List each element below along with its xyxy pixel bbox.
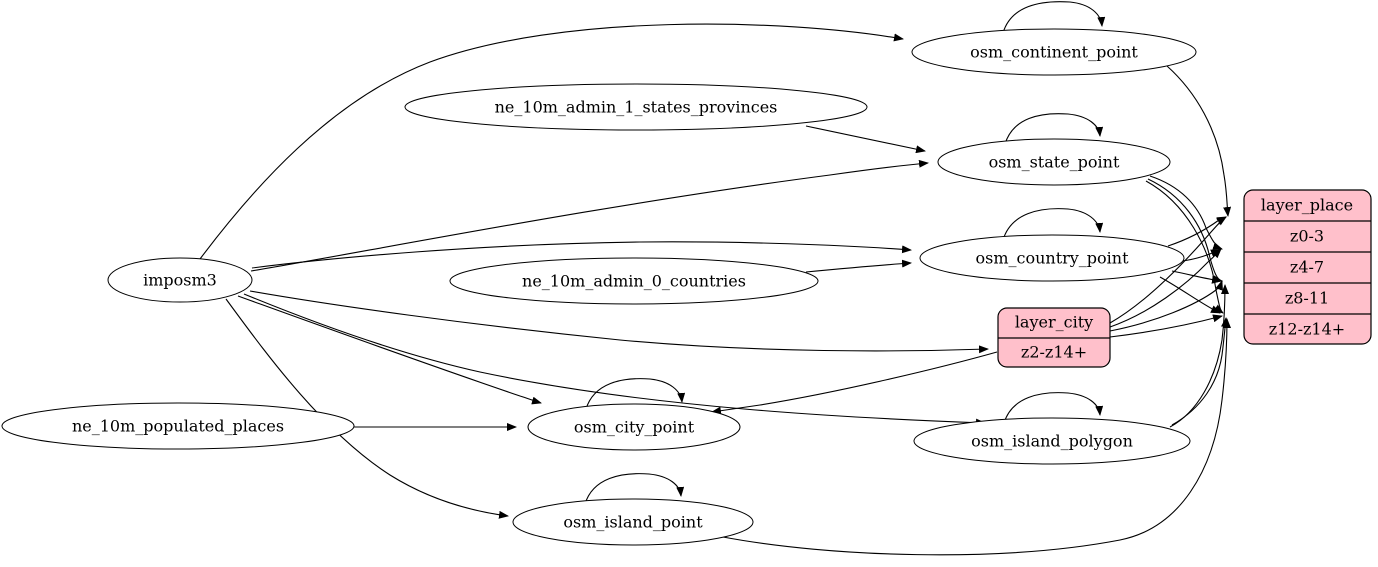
edge-imposm3-to-osm-city-point xyxy=(237,295,542,405)
edge-layer-city-to-layer-place-z0-3 xyxy=(1109,216,1227,324)
node-osm-island-polygon[interactable]: osm_island_polygon xyxy=(913,417,1191,465)
edge-imposm3-to-osm-country-point xyxy=(251,241,912,269)
edge-ne-states-to-osm-state-point xyxy=(805,125,926,154)
node-label-ne-countries: ne_10m_admin_0_countries xyxy=(522,272,746,291)
edge-self-loop-osm-country-point xyxy=(1002,208,1104,241)
edge-imposm3-to-osm-continent-point xyxy=(199,23,904,260)
edge-imposm3-to-osm-island-point xyxy=(225,298,509,519)
record-node-layer-city[interactable]: layer_city z2-z14+ xyxy=(997,307,1111,368)
edge-self-loop-osm-state-point xyxy=(1004,113,1104,145)
edge-layer-city-to-layer-place-z12-z14 xyxy=(1109,314,1223,338)
edge-layer-city-to-osm-city-point xyxy=(711,351,998,415)
record-row-layer-city-header: layer_city xyxy=(1015,313,1093,332)
record-row-layer-place-z8-11[interactable]: z8-11 xyxy=(1285,289,1329,308)
record-node-layer: layer_place z0-3 z4-7 z8-11 z12-z14+ lay… xyxy=(997,189,1372,368)
edge-osm-country-point-to-layer-place-z0-3 xyxy=(1167,216,1227,247)
node-label-osm-country-point: osm_country_point xyxy=(975,249,1129,268)
edge-imposm3-to-layer-city xyxy=(249,290,989,354)
node-osm-continent-point[interactable]: osm_continent_point xyxy=(911,28,1197,76)
node-osm-island-point[interactable]: osm_island_point xyxy=(512,498,754,546)
edge-self-loop-osm-island-point xyxy=(584,473,685,505)
node-label-osm-continent-point: osm_continent_point xyxy=(970,43,1138,62)
edge-osm-country-point-to-layer-place-z12-z14 xyxy=(1159,276,1221,314)
edge-osm-island-polygon-to-layer-place-z8-11 xyxy=(1169,284,1229,428)
edge-ne-countries-to-osm-country-point xyxy=(805,259,912,273)
record-row-layer-place-z0-3[interactable]: z0-3 xyxy=(1290,227,1324,246)
node-osm-state-point[interactable]: osm_state_point xyxy=(937,138,1171,186)
node-osm-city-point[interactable]: osm_city_point xyxy=(527,403,741,451)
node-label-imposm3: imposm3 xyxy=(143,271,217,290)
node-label-osm-island-polygon: osm_island_polygon xyxy=(971,432,1133,451)
node-ne-10m-admin-1-states-provinces[interactable]: ne_10m_admin_1_states_provinces xyxy=(404,83,868,131)
edge-imposm3-to-osm-state-point xyxy=(250,159,929,272)
node-layer: imposm3 ne_10m_admin_1_states_provinces … xyxy=(1,28,1197,546)
node-imposm3[interactable]: imposm3 xyxy=(107,257,253,303)
record-node-layer-place[interactable]: layer_place z0-3 z4-7 z8-11 z12-z14+ xyxy=(1243,189,1372,345)
edge-osm-island-polygon-to-layer-place-z12-z14 xyxy=(1171,317,1229,426)
node-ne-10m-populated-places[interactable]: ne_10m_populated_places xyxy=(1,402,355,450)
edge-layer xyxy=(199,1,1232,556)
node-label-osm-state-point: osm_state_point xyxy=(989,153,1120,172)
edge-osm-state-point-to-layer-place-z4-7 xyxy=(1149,175,1223,250)
edge-self-loop-osm-continent-point xyxy=(1002,1,1106,34)
edge-osm-continent-point-to-layer-place-z0-3 xyxy=(1166,65,1232,217)
node-label-osm-island-point: osm_island_point xyxy=(563,513,703,532)
record-row-layer-place-z12-z14[interactable]: z12-z14+ xyxy=(1269,320,1345,339)
node-osm-country-point[interactable]: osm_country_point xyxy=(919,234,1185,282)
record-row-layer-city-z2-z14[interactable]: z2-z14+ xyxy=(1021,343,1087,362)
record-row-layer-place-z4-7[interactable]: z4-7 xyxy=(1290,258,1324,277)
node-ne-10m-admin-0-countries[interactable]: ne_10m_admin_0_countries xyxy=(449,257,819,305)
edge-self-loop-osm-island-polygon xyxy=(1003,392,1104,424)
edge-layer-city-to-layer-place-z4-7 xyxy=(1109,248,1222,328)
edge-self-loop-osm-city-point xyxy=(585,378,686,410)
node-label-ne-populated: ne_10m_populated_places xyxy=(72,417,284,436)
edge-imposm3-to-osm-island-polygon xyxy=(243,293,986,427)
edge-osm-island-point-to-layer-place-z12-z14 xyxy=(722,318,1231,556)
record-row-layer-place-header: layer_place xyxy=(1261,196,1353,215)
edge-layer-city-to-layer-place-z8-11 xyxy=(1109,280,1223,332)
node-label-osm-city-point: osm_city_point xyxy=(574,418,695,437)
node-label-ne-states: ne_10m_admin_1_states_provinces xyxy=(495,98,778,117)
